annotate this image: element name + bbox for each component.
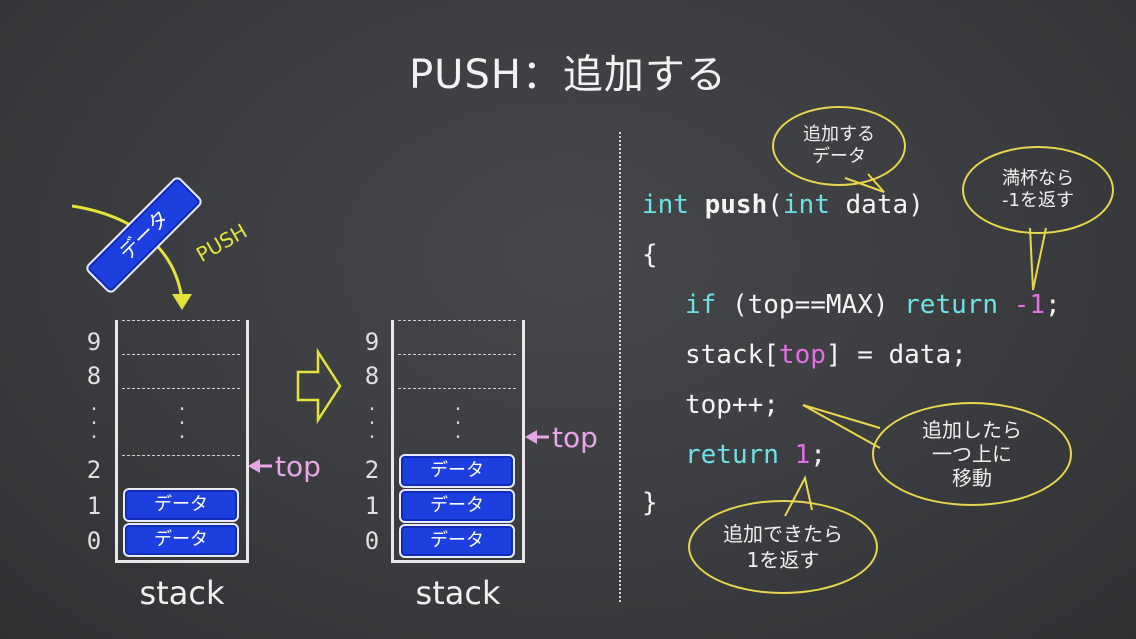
code-token: top [778,340,826,370]
slot-divider [122,388,240,389]
index-1: 1 [86,492,102,520]
bubble-text: -1を返す [1002,190,1074,211]
code-token: stack[ [685,340,779,370]
push-arrow-head [172,294,192,310]
code-open-brace: { [642,240,658,270]
code-token: data) [829,190,924,220]
index-2: 2 [364,456,380,484]
slot-divider [398,354,516,355]
code-token [779,440,795,470]
bubble-text: 満杯なら [1002,168,1074,189]
code-token: ; [1045,290,1061,320]
bubble-success: 追加できたら 1を返す [688,500,878,594]
stack-item: データ [399,489,515,523]
code-line-increment: top++; [685,390,779,420]
index-0: 0 [86,527,102,555]
bubble-text: 追加する [803,124,875,145]
bubble-text: 移動 [952,466,992,490]
stack-container-after [391,320,525,563]
top-pointer-icon-right [525,430,537,444]
slot-divider [398,320,516,321]
section-divider [619,132,621,602]
ellipsis-dots: ... [366,394,378,443]
ellipsis-dots: ... [176,394,188,443]
code-signature: int push(int data) [642,190,924,220]
stack-item: データ [123,488,239,522]
bubble-text: データ [812,146,866,167]
stack-item: データ [123,523,239,557]
code-token: push [704,190,768,220]
index-0: 0 [364,527,380,555]
bubble-tail-full [1029,227,1047,291]
code-line-return: return 1; [685,440,826,470]
code-token: int [642,190,689,220]
code-token: return [685,440,779,470]
code-token [998,290,1014,320]
bubble-tail-increment [802,404,881,449]
code-token: (top==MAX) [716,290,905,320]
code-token: ; [810,440,826,470]
bubble-full: 満杯なら -1を返す [962,146,1114,234]
stack-label: stack [415,574,501,612]
code-token: if [685,290,717,320]
page-title: PUSH：追加する [409,52,727,98]
bubble-text: 一つ上に [932,442,1012,466]
index-1: 1 [364,492,380,520]
index-9: 9 [364,328,380,356]
top-pointer-label: top [275,450,321,483]
index-9: 9 [86,328,102,356]
slot-divider [122,354,240,355]
stack-container-before [115,320,249,563]
code-token: 1 [794,440,811,470]
bubble-text: 追加したら [922,418,1022,442]
code-token: return [904,290,999,320]
code-token: ] = data; [825,340,967,370]
slot-divider [122,455,240,456]
index-8: 8 [364,362,380,390]
bubble-data-arg: 追加する データ [772,106,906,186]
code-token: ( [767,190,783,220]
bubble-text: 追加できたら [723,522,843,546]
index-2: 2 [86,456,102,484]
stack-item: データ [399,524,515,558]
code-line-if: if (top==MAX) return -1; [685,290,1061,320]
bubble-increment: 追加したら 一つ上に 移動 [872,402,1072,506]
slot-divider [398,388,516,389]
code-line-assign: stack[top] = data; [685,340,967,370]
top-pointer-label: top [552,421,598,454]
bubble-text: 1を返す [746,548,820,572]
top-pointer-icon-left [248,459,260,473]
transition-arrow-icon [296,347,342,425]
stack-item: データ [399,454,515,488]
ellipsis-dots: ... [452,394,464,443]
stack-label: stack [139,574,225,612]
code-token: -1 [1013,290,1046,320]
code-close-brace: } [642,488,658,518]
slot-divider [122,320,240,321]
ellipsis-dots: ... [88,394,100,443]
code-token: int [782,190,830,220]
index-8: 8 [86,362,102,390]
